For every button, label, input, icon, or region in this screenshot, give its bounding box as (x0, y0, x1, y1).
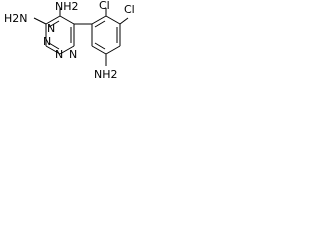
label-nh2-bottom: NH2 (94, 68, 118, 81)
bond-aryl-double-c (94, 42, 106, 50)
bond-triazine-1 (45, 15, 61, 25)
molecule-diagram: NH2 H2N N N N N Cl Cl NH2 (0, 0, 160, 86)
bond-to-h2n-left (33, 17, 47, 25)
label-n4: N (47, 22, 55, 35)
structure-drawing: NH2 H2N N N N N Cl Cl NH2 (4, 0, 135, 81)
label-cl-right: Cl (124, 3, 135, 16)
label-h2n-left: H2N (4, 12, 28, 25)
bond-triazine-2 (59, 15, 75, 25)
label-nh2-top: NH2 (55, 0, 79, 13)
bond-triazine-5 (45, 45, 61, 55)
bond-triazine-double-c (48, 42, 60, 50)
bond-triazine-double-a (48, 20, 60, 28)
bond-aryl-1 (91, 15, 107, 25)
bond-aryl-5 (91, 45, 107, 55)
bond-aryl-double-a (94, 20, 106, 28)
bond-to-cl-right (119, 17, 129, 25)
label-n1: N (43, 35, 51, 48)
bond-aryl-2 (105, 15, 121, 25)
label-cl-left: Cl (99, 0, 110, 12)
label-n2: N (55, 48, 63, 61)
bond-aryl-4 (105, 45, 121, 55)
label-n3: N (69, 48, 77, 61)
bond-triazine-4 (59, 45, 75, 55)
